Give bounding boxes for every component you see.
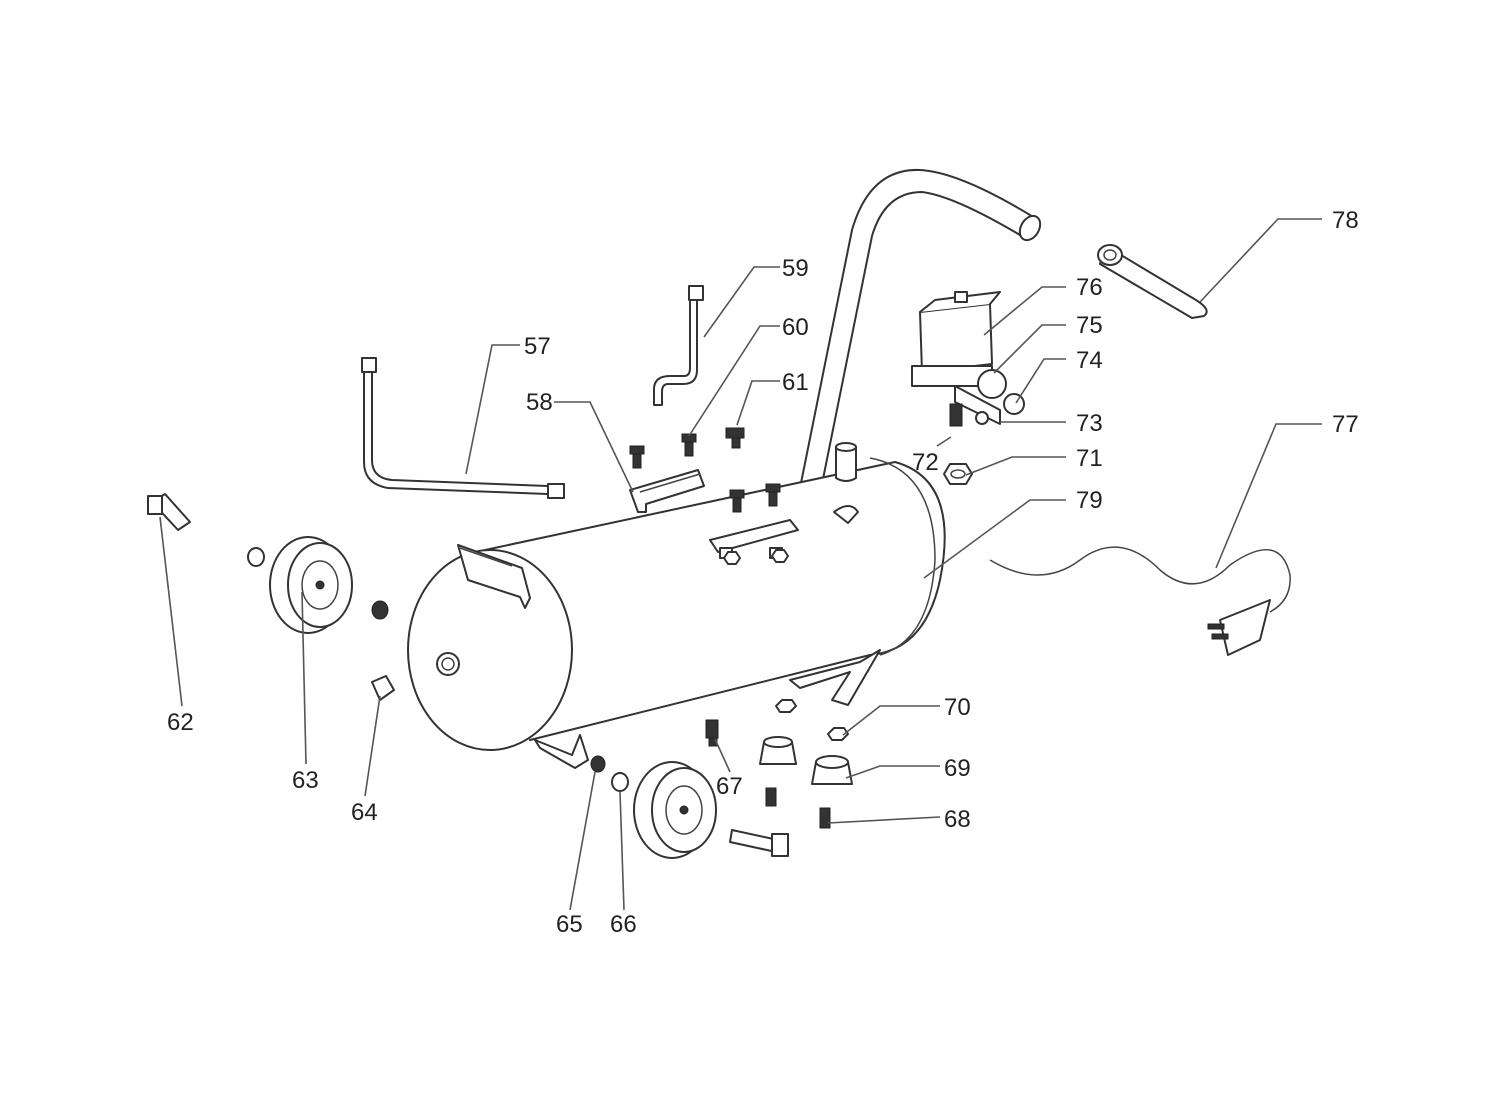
callout-62: 62 (167, 709, 194, 736)
air-tank (407, 442, 946, 769)
part-70-nuts (775, 699, 849, 741)
axle-bolt-right (729, 829, 789, 857)
callout-61: 61 (782, 369, 809, 396)
callout-65: 65 (556, 911, 583, 938)
wheel-washer-right (611, 772, 629, 792)
pressure-switch-assembly (911, 291, 1025, 427)
callout-labels: 57 58 59 60 61 62 63 64 65 66 67 68 69 7… (167, 207, 1359, 938)
callout-78: 78 (1332, 207, 1359, 234)
handle-tube (799, 168, 1042, 489)
part-71-nut (943, 463, 973, 485)
part-78-grip (1097, 244, 1208, 319)
callout-73: 73 (1076, 410, 1103, 437)
bracket-nuts (723, 549, 789, 565)
part-59-pipe (653, 285, 704, 406)
callout-66: 66 (610, 911, 637, 938)
callout-75: 75 (1076, 312, 1103, 339)
part-58-bracket (629, 469, 705, 513)
part-64-plug (371, 675, 395, 701)
callout-57: 57 (524, 333, 551, 360)
callout-77: 77 (1332, 411, 1359, 438)
part-77-power-cord (989, 546, 1291, 656)
callout-79: 79 (1076, 487, 1103, 514)
callout-68: 68 (944, 806, 971, 833)
callout-58: 58 (526, 389, 553, 416)
part-61-fitting (725, 427, 745, 449)
callout-63: 63 (292, 767, 319, 794)
part-68-bolts (765, 787, 831, 829)
callout-60: 60 (782, 314, 809, 341)
callout-74: 74 (1076, 347, 1103, 374)
wheel-washer-left (247, 547, 265, 567)
callout-72: 72 (912, 449, 939, 476)
part-57-pipe (361, 357, 565, 499)
callout-67: 67 (716, 773, 743, 800)
callout-76: 76 (1076, 274, 1103, 301)
bolts-tank-top (629, 433, 781, 513)
callout-64: 64 (351, 799, 378, 826)
callout-70: 70 (944, 694, 971, 721)
part-62-axle-bolt (147, 493, 191, 531)
callout-71: 71 (1076, 445, 1103, 472)
part-69-rubber-feet (759, 736, 853, 785)
callout-69: 69 (944, 755, 971, 782)
part-63-wheel (269, 536, 353, 634)
part-66-wheel (633, 761, 717, 859)
part-67-drain-valve (705, 719, 719, 747)
callout-59: 59 (782, 255, 809, 282)
leader-lines (159, 218, 1322, 911)
part-65-nut (590, 755, 606, 773)
wheel-nut-left (371, 600, 389, 620)
